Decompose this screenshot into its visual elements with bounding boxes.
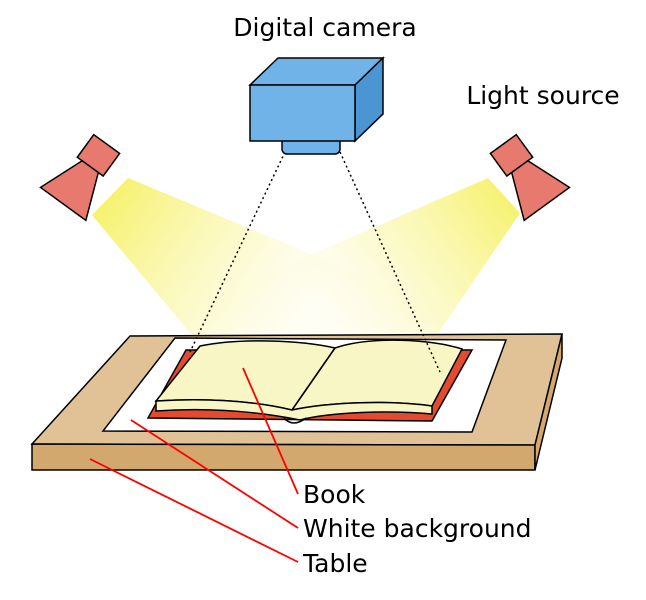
table-front-side [31, 443, 536, 471]
left-light-source [39, 133, 121, 222]
book-page-edges [155, 398, 433, 421]
book-gutter [291, 347, 336, 411]
right-light-beam [160, 178, 520, 345]
digital-camera [248, 56, 385, 155]
camera-view-line-right [339, 151, 441, 373]
right-light-source [489, 133, 571, 222]
table-pointer-line [89, 458, 299, 563]
right-lamp-reflector [510, 159, 571, 222]
book-label: Book [303, 480, 366, 509]
camera-label: Digital camera [233, 13, 416, 42]
white-background-label: White background [303, 514, 532, 543]
book-spine-curl [283, 417, 307, 424]
left-lamp-reflector [39, 159, 100, 222]
table-right-side [534, 333, 563, 471]
camera-view-line-left [189, 151, 286, 353]
book-pointer-line [242, 367, 299, 495]
camera-front [249, 84, 356, 142]
light-source-label: Light source [466, 81, 619, 110]
background-pointer-line [130, 419, 299, 529]
table-label: Table [302, 549, 368, 578]
open-book [146, 339, 474, 424]
